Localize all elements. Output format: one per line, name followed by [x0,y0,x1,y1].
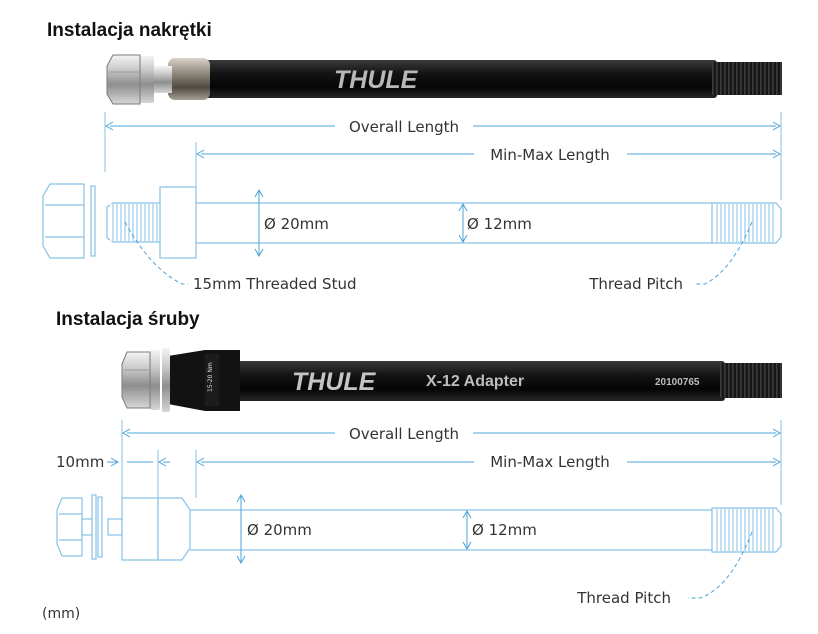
threaded-stud-label: 15mm Threaded Stud [193,275,356,293]
diameter-12mm-label-top: Ø 12mm [467,215,532,233]
threaded-stud-callout: 15mm Threaded Stud [124,221,356,293]
section-title-bolt: Instalacja śruby [56,309,200,330]
min-max-length-label-top: Min-Max Length [490,146,610,164]
thread-pitch-callout-top: Thread Pitch [588,221,753,293]
adapter-serial-number: 20100765 [655,377,700,388]
brand-logo-bolt-axle: THULE [292,368,377,396]
min-max-length-dimension-bottom: Min-Max Length [195,450,782,498]
overall-length-label-bottom: Overall Length [349,425,459,443]
nut-axle-photo: THULE [106,54,782,105]
section-title-nut: Instalacja nakrętki [47,20,212,41]
brand-logo-nut-axle: THULE [334,66,419,94]
torque-marking: 15-20 Nm [207,362,214,392]
units-note: (mm) [42,606,80,622]
bolt-axle-photo: 15-20 Nm THULE X-12 Adapter 20100765 [121,348,782,412]
min-max-length-label-bottom: Min-Max Length [490,453,610,471]
thread-pitch-label-top: Thread Pitch [588,275,683,293]
diameter-marks-bottom: Ø 20mm Ø 12mm [236,493,537,565]
adapter-model-label: X-12 Adapter [426,373,524,390]
diameter-20mm-label-bottom: Ø 20mm [247,521,312,539]
diameter-12mm-label-bottom: Ø 12mm [472,521,537,539]
overall-length-dimension-bottom: Overall Length [121,420,782,505]
nut-axle-drawing [42,183,782,259]
overall-length-label-top: Overall Length [349,118,459,136]
diameter-20mm-label-top: Ø 20mm [264,215,329,233]
thread-pitch-callout-bottom: Thread Pitch [576,531,753,607]
bolt-axle-drawing [56,494,782,561]
thread-pitch-label-bottom: Thread Pitch [576,589,671,607]
overall-length-dimension-top: Overall Length [104,112,782,200]
head-length-dimension: 10mm [56,450,170,498]
head-length-label: 10mm [56,453,104,471]
min-max-length-dimension-top: Min-Max Length [195,142,782,190]
diameter-marks-top: Ø 20mm Ø 12mm [254,188,532,258]
